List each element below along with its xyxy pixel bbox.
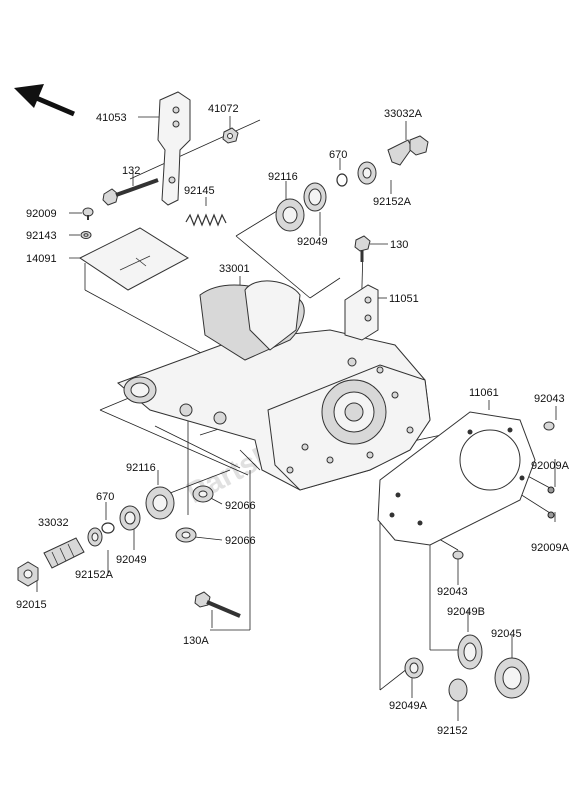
part-label-33032: 33032: [38, 517, 69, 529]
part-label-92049-mid: 92049: [116, 554, 147, 566]
bearing-92116-mid: [145, 486, 175, 520]
o-ring-670-mid: [101, 522, 115, 534]
part-label-92009A-1: 92009A: [531, 460, 570, 472]
bearing-92116-top: [275, 198, 305, 232]
seal-92049B: [457, 634, 483, 670]
dowel-pin-92043-bottom: [452, 550, 464, 560]
bearing-92045: [494, 657, 530, 699]
part-number-labels: 41053 41072 33032A 132 670 92116 92145 9…: [16, 103, 570, 737]
bolt-130A: [194, 591, 241, 618]
part-label-92043-bottom: 92043: [437, 586, 468, 598]
part-label-92066-lower: 92066: [225, 535, 256, 547]
part-label-92116-top: 92116: [268, 171, 298, 183]
screw-92009A-upper: [547, 486, 555, 494]
part-label-92152A-mid: 92152A: [75, 569, 114, 581]
part-label-92116-mid: 92116: [126, 462, 156, 474]
nut-92015: [17, 561, 39, 587]
part-label-92045: 92045: [491, 628, 522, 640]
bracket-11051: [344, 284, 379, 341]
screw-92009A-lower: [547, 511, 555, 519]
bolt-130: [354, 235, 371, 262]
collar-92152A-top: [357, 161, 377, 185]
screw-92009: [82, 207, 94, 220]
part-label-130A: 130A: [183, 635, 209, 647]
part-label-11051: 11051: [389, 293, 419, 305]
cover-14091: [79, 227, 189, 291]
nut-41072: [222, 127, 239, 144]
shaft-33032: [43, 537, 85, 569]
part-label-11061: 11061: [469, 387, 499, 399]
seal-92066-lower: [175, 527, 197, 543]
washer-92143: [80, 231, 92, 239]
part-label-33001: 33001: [219, 263, 250, 275]
bolt-132: [102, 178, 159, 206]
collar-92152: [448, 678, 468, 702]
part-label-92049B: 92049B: [447, 606, 485, 618]
part-label-92152A-top: 92152A: [373, 196, 412, 208]
part-label-92152: 92152: [437, 725, 468, 737]
o-ring-670-top: [336, 173, 348, 187]
part-label-92009A-2: 92009A: [531, 542, 570, 554]
seal-92049A: [404, 657, 424, 679]
final-drive-housing-33001: [117, 280, 431, 491]
part-label-92043-top: 92043: [534, 393, 565, 405]
part-label-130: 130: [390, 239, 408, 251]
part-label-92066-upper: 92066: [225, 500, 256, 512]
part-label-92145: 92145: [184, 185, 215, 197]
part-label-92015: 92015: [16, 599, 47, 611]
bracket-41053: [157, 91, 191, 206]
seal-92066-upper: [192, 485, 214, 503]
collar-92152A-mid: [87, 527, 103, 547]
part-label-41072: 41072: [208, 103, 239, 115]
part-label-92009: 92009: [26, 208, 57, 220]
part-label-670-top: 670: [329, 149, 347, 161]
part-label-92049A: 92049A: [389, 700, 428, 712]
spring-92145: [185, 213, 227, 227]
part-label-92143: 92143: [26, 230, 57, 242]
dowel-pin-92043-top: [543, 421, 555, 431]
part-label-132: 132: [122, 165, 140, 177]
part-label-670-mid: 670: [96, 491, 114, 503]
part-label-92049-top: 92049: [297, 236, 328, 248]
gasket-11061: [377, 411, 536, 546]
shaft-33032A: [387, 135, 429, 166]
seal-92049-top: [303, 182, 327, 212]
part-label-14091: 14091: [26, 253, 57, 265]
part-label-41053: 41053: [96, 112, 127, 124]
front-direction-arrow-icon: [14, 84, 75, 117]
seal-92049-mid: [119, 505, 141, 531]
part-label-33032A: 33032A: [384, 108, 423, 120]
